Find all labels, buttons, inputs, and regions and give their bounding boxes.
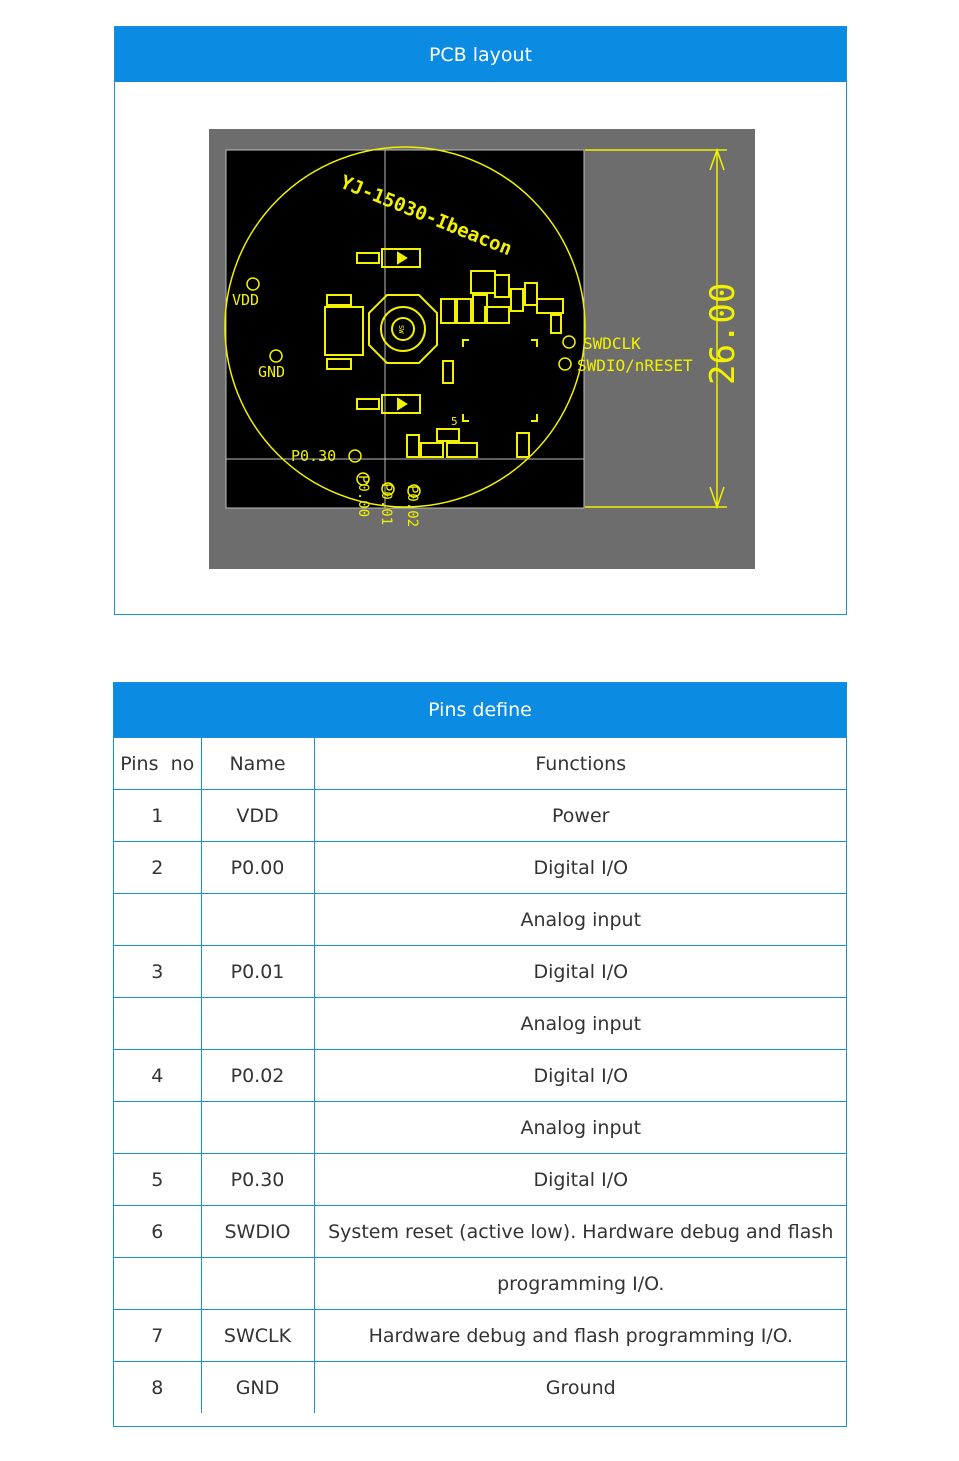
pin-name-cell bbox=[200, 1101, 315, 1154]
pcb-label-p000: P0.00 bbox=[355, 475, 371, 517]
pcb-label-p030: P0.30 bbox=[291, 447, 336, 465]
table-row: programming I/O. bbox=[114, 1257, 847, 1310]
pin-function-cell: Hardware debug and flash programming I/O… bbox=[313, 1309, 847, 1362]
board-outline bbox=[224, 146, 586, 508]
pin-number-cell bbox=[114, 997, 202, 1050]
pcb-label-mark5: 5 bbox=[451, 415, 458, 428]
pin-name-cell: P0.01 bbox=[200, 945, 315, 998]
pin-pads bbox=[246, 277, 576, 498]
dimension-label: 26.00 bbox=[703, 283, 743, 385]
pin-number-cell: 7 bbox=[114, 1309, 202, 1362]
header-functions: Functions bbox=[313, 737, 847, 790]
pcb-label-gnd: GND bbox=[258, 363, 285, 381]
pin-function-cell: Analog input bbox=[313, 893, 847, 946]
pin-name-cell: SWDIO bbox=[200, 1205, 315, 1258]
pin-function-cell: System reset (active low). Hardware debu… bbox=[313, 1205, 847, 1258]
pin-number-cell: 5 bbox=[114, 1153, 202, 1206]
pin-name-cell: GND bbox=[200, 1361, 315, 1413]
pin-function-cell: Ground bbox=[313, 1361, 847, 1413]
pin-number-cell bbox=[114, 893, 202, 946]
pin-number-cell: 1 bbox=[114, 789, 202, 842]
pin-name-cell bbox=[200, 1257, 315, 1310]
dimension-marker bbox=[585, 147, 727, 510]
pins-define-title: Pins define bbox=[114, 683, 846, 737]
table-header-row: Pins no Name Functions bbox=[114, 737, 847, 790]
pcb-layout-title: PCB layout bbox=[115, 27, 846, 82]
pin-name-cell: P0.00 bbox=[200, 841, 315, 894]
pin-function-cell: Power bbox=[313, 789, 847, 842]
components bbox=[324, 248, 564, 458]
pin-name-cell bbox=[200, 893, 315, 946]
pin-number-cell bbox=[114, 1101, 202, 1154]
pin-name-cell bbox=[200, 997, 315, 1050]
pcb-label-swdio: SWDIO/nRESET bbox=[577, 356, 693, 375]
pin-function-cell: Digital I/O bbox=[313, 945, 847, 998]
pcb-layout-panel: PCB layout 26.00 YJ-15030-Ibeacon bbox=[114, 26, 847, 615]
header-name: Name bbox=[200, 737, 315, 790]
pcb-diagram: 26.00 YJ-15030-Ibeacon bbox=[209, 129, 755, 569]
table-row: Analog input bbox=[114, 893, 847, 946]
pin-function-cell: Digital I/O bbox=[313, 1049, 847, 1102]
header-pins-no: Pins no bbox=[114, 737, 202, 790]
pin-function-cell: programming I/O. bbox=[313, 1257, 847, 1310]
pin-name-cell: P0.30 bbox=[200, 1153, 315, 1206]
pcb-label-vdd: VDD bbox=[232, 291, 259, 309]
pin-number-cell: 2 bbox=[114, 841, 202, 894]
pin-number-cell bbox=[114, 1257, 202, 1310]
pin-name-cell: P0.02 bbox=[200, 1049, 315, 1102]
pcb-label-p001: P0.01 bbox=[378, 483, 394, 525]
pin-function-cell: Digital I/O bbox=[313, 1153, 847, 1206]
pin-name-cell: SWCLK bbox=[200, 1309, 315, 1362]
pcb-label-swdclk: SWDCLK bbox=[583, 334, 641, 353]
pcb-label-sw: SW bbox=[397, 325, 405, 334]
table-row: Analog input bbox=[114, 997, 847, 1050]
pin-number-cell: 6 bbox=[114, 1205, 202, 1258]
pcb-drawing: 26.00 YJ-15030-Ibeacon bbox=[209, 129, 755, 569]
pin-number-cell: 4 bbox=[114, 1049, 202, 1102]
pcb-label-p002: P0.02 bbox=[404, 485, 420, 527]
pin-function-cell: Analog input bbox=[313, 1101, 847, 1154]
pin-name-cell: VDD bbox=[200, 789, 315, 842]
pcb-board bbox=[225, 149, 585, 509]
table-row: Analog input bbox=[114, 1101, 847, 1154]
pin-number-cell: 8 bbox=[114, 1361, 202, 1413]
pin-function-cell: Digital I/O bbox=[313, 841, 847, 894]
pin-function-cell: Analog input bbox=[313, 997, 847, 1050]
pin-number-cell: 3 bbox=[114, 945, 202, 998]
